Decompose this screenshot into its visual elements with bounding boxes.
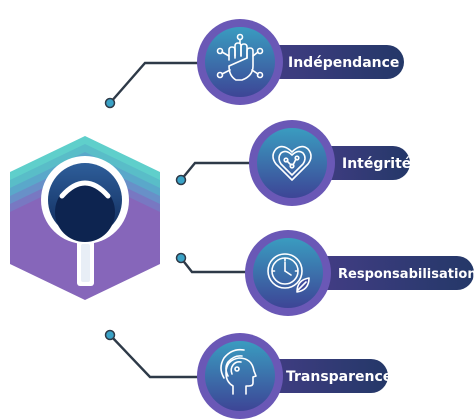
heart-network-icon: [272, 145, 312, 181]
value-item-responsabilisation: Responsabilisation: [245, 230, 475, 316]
value-circle-inner: [205, 27, 275, 97]
connectors: [109, 61, 250, 379]
magnifying-glass-layered-hexagon-icon: [10, 136, 160, 300]
value-label: Indépendance: [288, 55, 399, 71]
connector-dot-3: [175, 252, 187, 264]
connector-dot-1: [104, 97, 116, 109]
head-signal-icon: [220, 348, 257, 395]
connector-dot-2: [175, 174, 187, 186]
value-item-independance: Indépendance: [197, 19, 404, 105]
value-item-integrite: Intégrité: [249, 120, 411, 206]
connector-3: [180, 257, 246, 274]
value-circle-inner: [257, 128, 327, 198]
connector-1: [109, 61, 198, 104]
value-item-transparence: Transparence: [197, 333, 392, 419]
connector-dots: [104, 97, 187, 341]
value-circle-inner: [205, 341, 275, 411]
raised-fist-network-icon: [216, 33, 264, 81]
value-label: Responsabilisation: [338, 267, 475, 282]
value-label: Intégrité: [342, 156, 411, 172]
clock-leaf-icon: [267, 253, 310, 293]
connector-4: [109, 334, 198, 379]
value-label: Transparence: [286, 369, 392, 385]
connector-2: [180, 161, 250, 181]
connector-dot-4: [104, 329, 116, 341]
